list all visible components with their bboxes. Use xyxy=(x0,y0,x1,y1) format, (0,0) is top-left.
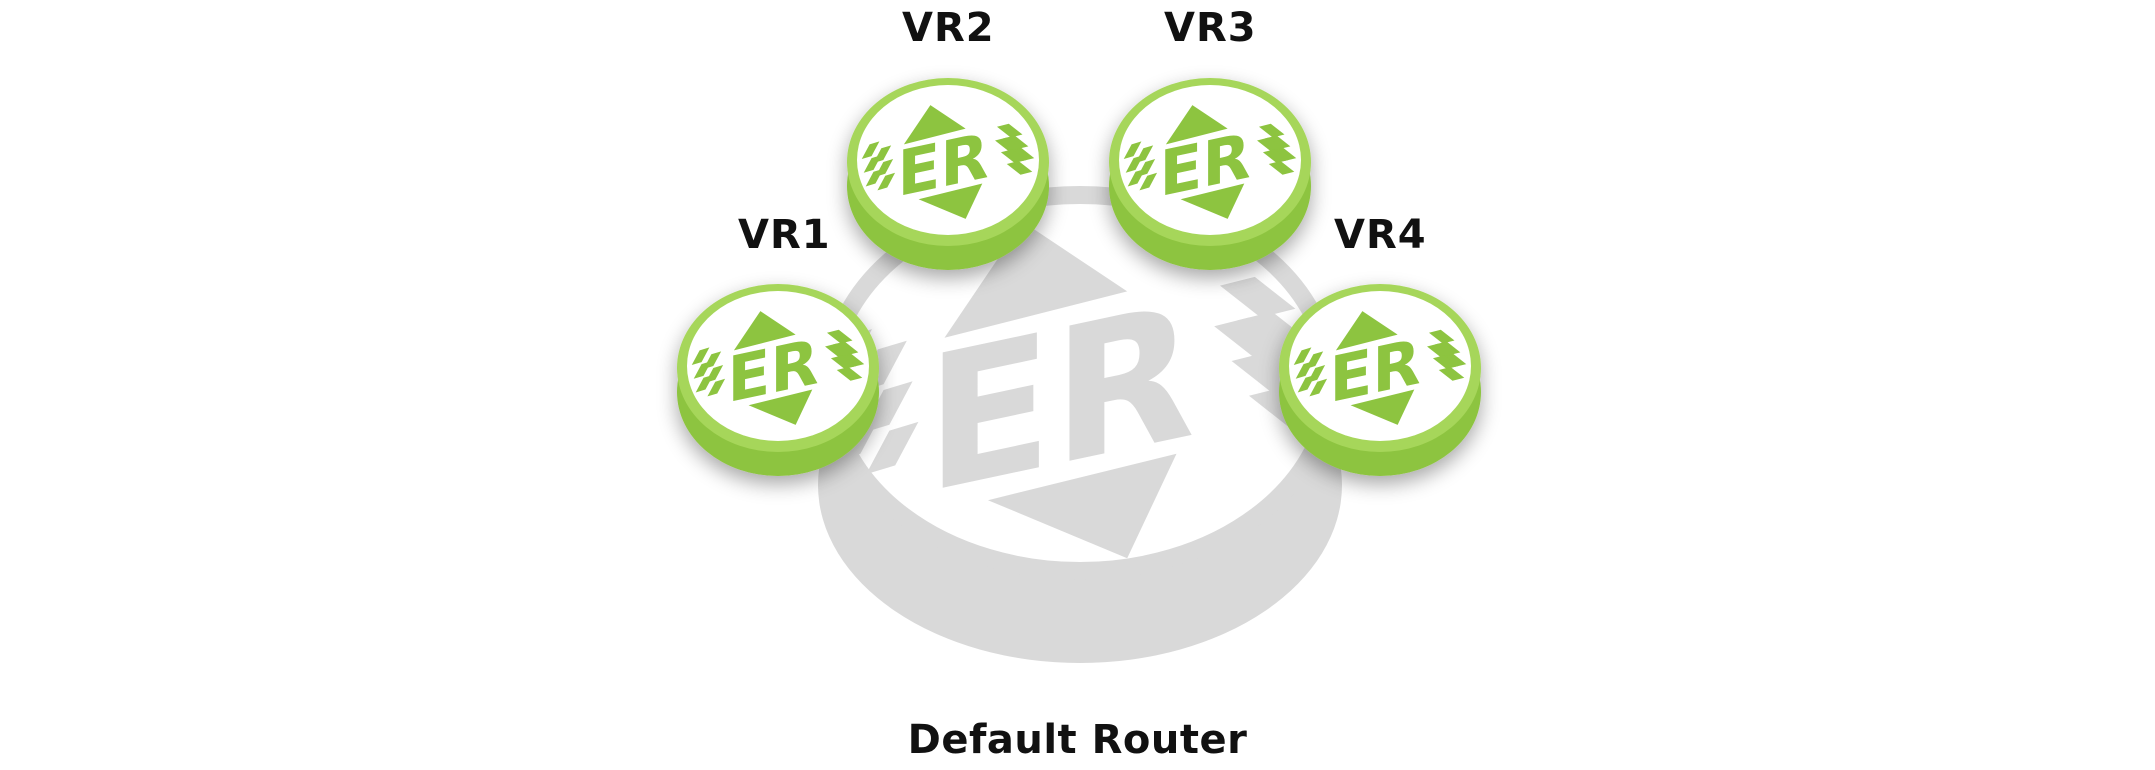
virtual-router-vr2 xyxy=(847,78,1049,270)
virtual-router-vr3 xyxy=(1109,78,1311,270)
vr4-label: VR4 xyxy=(1334,212,1427,258)
vr1-label: VR1 xyxy=(738,212,831,258)
vr2-label: VR2 xyxy=(902,5,995,51)
virtual-router-vr4 xyxy=(1279,284,1481,476)
virtual-router-vr1 xyxy=(677,284,879,476)
default-router xyxy=(818,186,1342,663)
vr3-label: VR3 xyxy=(1164,5,1257,51)
default-router-label: Default Router xyxy=(907,717,1248,763)
